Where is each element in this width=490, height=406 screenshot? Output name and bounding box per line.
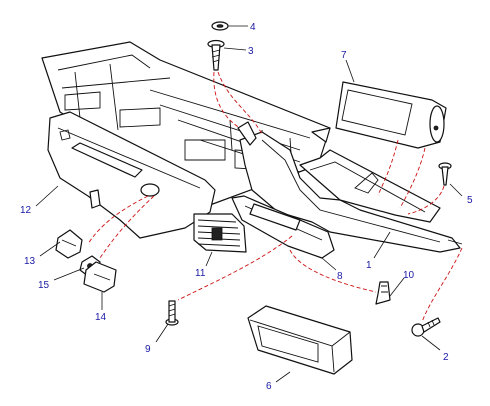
guide-7-to-console-b [399,147,426,209]
callout-1: 1 [366,260,372,271]
callout-numbers: 4 3 7 5 12 13 15 14 11 8 1 10 9 2 6 [20,22,473,392]
guide-12-to-switch-b [99,195,155,259]
callout-8: 8 [337,271,343,282]
part-5-screw [438,162,452,186]
guide-5-to-console [407,185,445,215]
part-13-switch [55,229,83,259]
guide-3-to-console [217,71,263,135]
callout-9: 9 [145,344,151,355]
part-10-clip [375,281,391,305]
callout-10: 10 [403,270,415,281]
callout-15: 15 [38,280,50,291]
callout-7: 7 [341,50,347,61]
callout-12: 12 [20,205,32,216]
part-1-center-console [237,121,463,253]
assembly-guide-lines [87,71,463,323]
guide-12-to-switch [87,195,149,245]
guide-8-to-screw-9 [177,235,293,301]
leader-lines [35,25,463,383]
part-6-storage-box [247,305,353,375]
callout-13: 13 [24,256,36,267]
part-14-switch-housing [83,261,117,293]
callout-2: 2 [443,352,449,363]
part-4-washer [211,21,229,31]
callout-5: 5 [467,195,473,206]
callout-14: 14 [95,312,107,323]
guide-8-to-clip [289,249,377,293]
guide-7-to-console-a [377,139,399,196]
guide-1-to-screw-2 [421,247,463,323]
part-7-storage-tray [335,81,447,149]
callout-6: 6 [266,381,272,392]
part-2-screw [411,317,441,337]
guide-3-to-frame [213,71,241,129]
callout-4: 4 [250,22,256,33]
callout-3: 3 [248,46,254,57]
part-12-lower-fascia [47,111,216,239]
part-8-switch-bezel [231,195,335,259]
callout-11: 11 [195,268,206,279]
part-3-screw [207,39,225,71]
part-11-vent-grille [193,213,247,253]
part-9-screw [165,300,179,326]
